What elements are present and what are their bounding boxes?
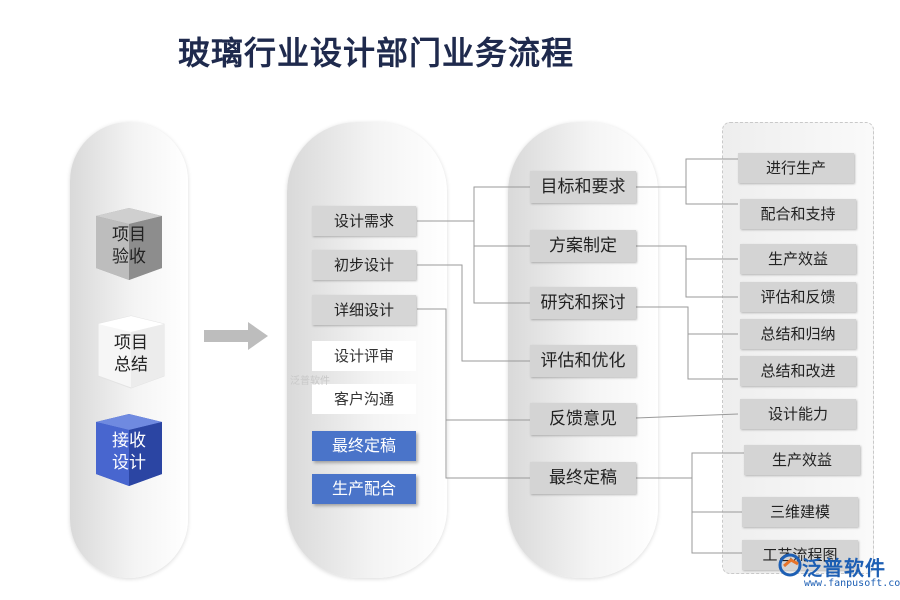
- process-step: 评估和优化: [530, 345, 636, 377]
- design-step: 客户沟通: [312, 384, 416, 414]
- process-step: 研究和探讨: [530, 287, 636, 319]
- stage-label: 接收设计: [112, 431, 146, 473]
- stage-cube-acceptance: 项目验收: [90, 206, 168, 284]
- watermark: 泛普软件: [290, 376, 330, 387]
- process-step: 最终定稿: [530, 462, 636, 494]
- outcome-item: 配合和支持: [740, 199, 856, 229]
- logo-icon: [778, 553, 802, 577]
- stage-cube-receive: 接收设计: [90, 412, 168, 490]
- outcome-item: 总结和归纳: [740, 319, 856, 349]
- right-arrow-icon: [204, 320, 270, 356]
- outcome-item: 生产效益: [744, 445, 860, 475]
- outcome-item: 总结和改进: [740, 356, 856, 386]
- outcome-item: 设计能力: [740, 399, 856, 429]
- design-step: 初步设计: [312, 250, 416, 280]
- process-step: 方案制定: [530, 230, 636, 262]
- stage-label: 项目总结: [114, 333, 148, 375]
- design-step-highlight: 最终定稿: [312, 431, 416, 461]
- design-step: 详细设计: [312, 295, 416, 325]
- logo-url: www.fanpusoft.com: [804, 578, 900, 589]
- outcome-item: 生产效益: [740, 244, 856, 274]
- design-step: 设计需求: [312, 206, 416, 236]
- process-step: 目标和要求: [530, 171, 636, 203]
- design-step-highlight: 生产配合: [312, 474, 416, 504]
- design-step: 设计评审: [312, 341, 416, 371]
- page-title: 玻璃行业设计部门业务流程: [178, 34, 575, 72]
- outcome-item: 评估和反馈: [740, 282, 856, 312]
- logo-text: 泛普软件: [802, 556, 886, 580]
- outcome-item: 三维建模: [742, 497, 858, 527]
- outcome-item: 进行生产: [738, 153, 854, 183]
- brand-logo: 泛普软件 www.fanpusoft.com: [778, 552, 900, 596]
- stage-label: 项目验收: [112, 225, 146, 267]
- stage-cube-summary: 项目总结: [92, 314, 170, 392]
- process-step: 反馈意见: [530, 403, 636, 435]
